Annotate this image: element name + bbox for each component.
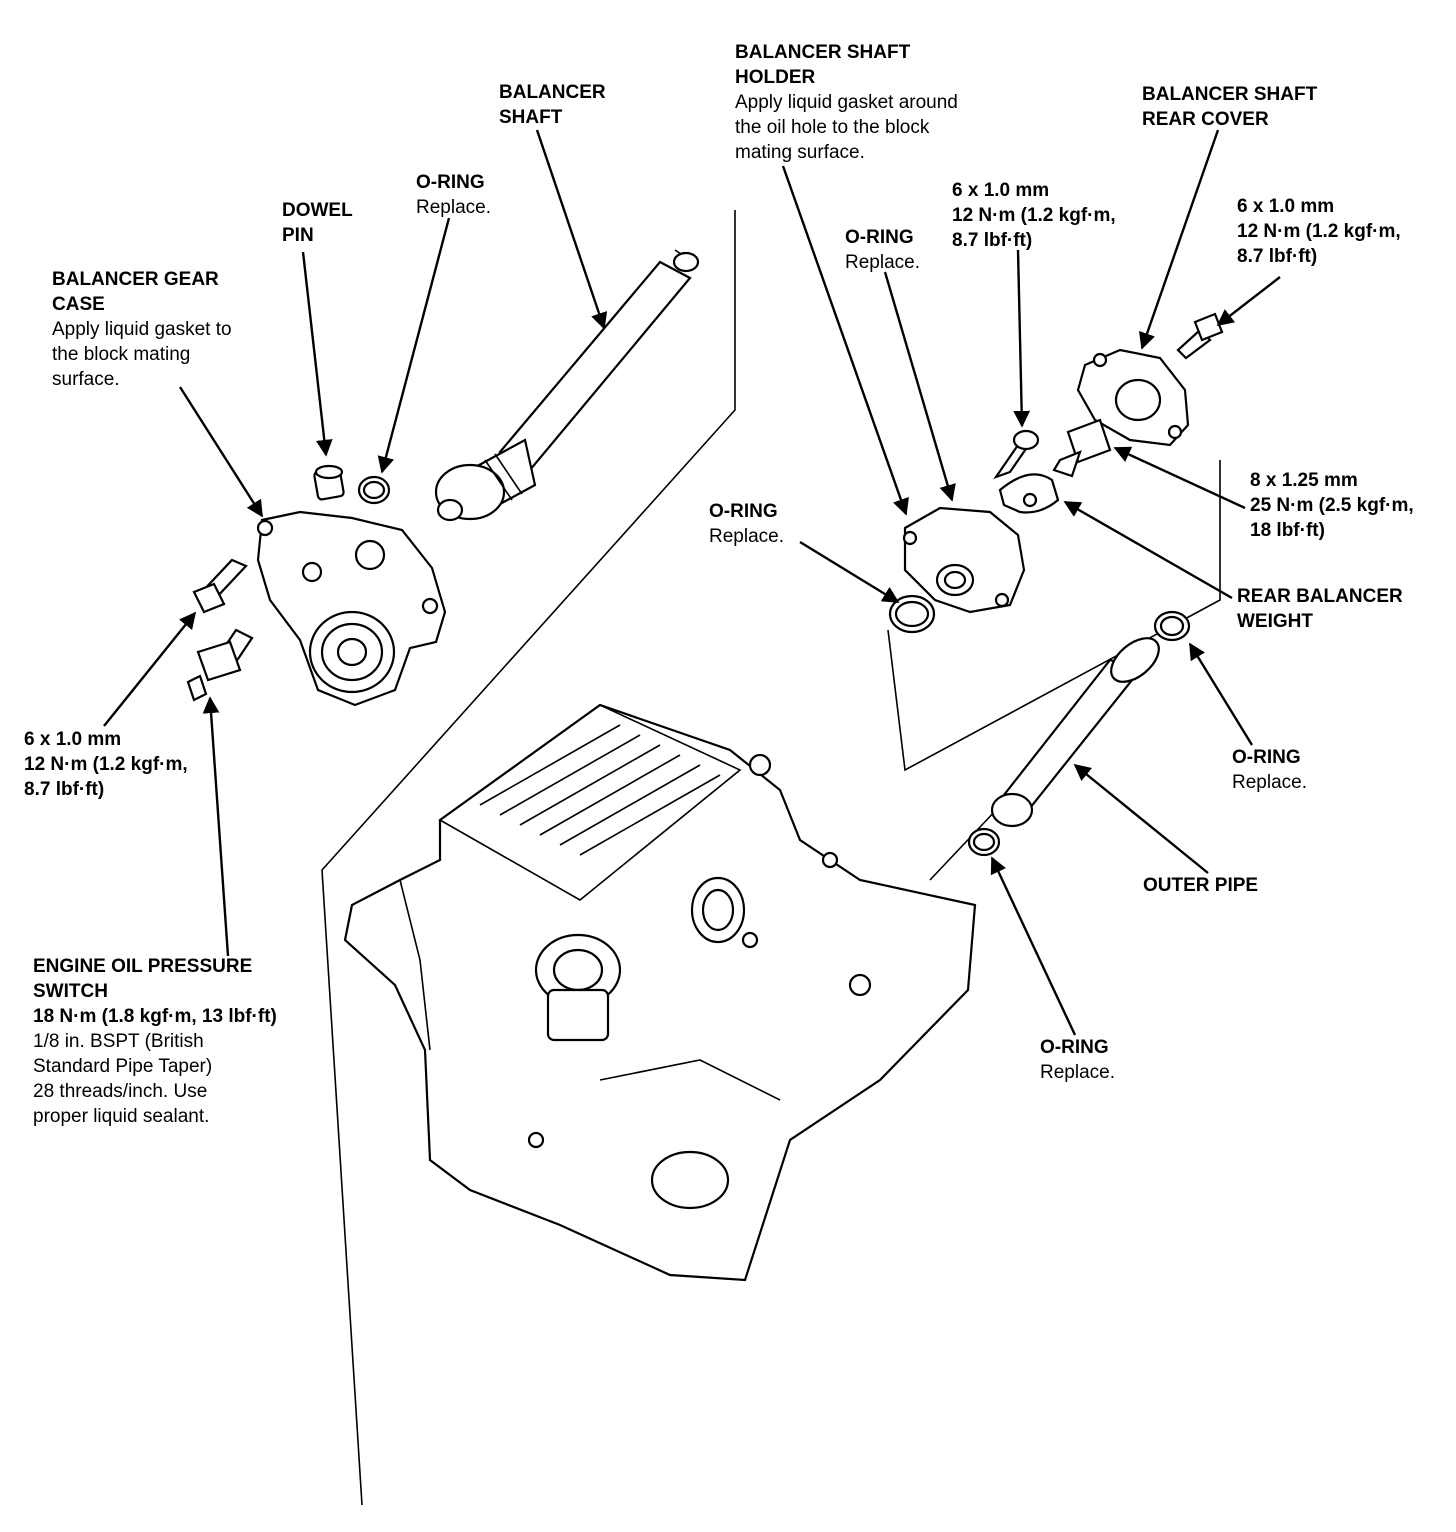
label-balancer-gear-case: BALANCER GEAR CASE Apply liquid gasket t… <box>52 269 232 390</box>
outer-pipe <box>990 637 1160 828</box>
bolt-6x1-left <box>192 558 248 614</box>
leader-lines <box>103 129 1281 1036</box>
o-ring-holder <box>888 594 936 634</box>
label-bolt-6x1-cover: 6 x 1.0 mm 12 N·m (1.2 kgf·m, 8.7 lbf·ft… <box>1237 196 1401 267</box>
label-o-ring-right: O-RING Replace. <box>1232 747 1307 793</box>
o-ring-top <box>357 475 391 505</box>
oil-pressure-switch <box>186 628 254 702</box>
label-o-ring-top: O-RING Replace. <box>416 172 491 218</box>
label-o-ring-holder: O-RING Replace. <box>845 227 920 273</box>
label-balancer-shaft-rear-cover: BALANCER SHAFT REAR COVER <box>1142 84 1318 130</box>
label-o-ring-holder-left: O-RING Replace. <box>709 501 784 547</box>
engine-block <box>343 703 977 1282</box>
label-rear-balancer-weight: REAR BALANCER WEIGHT <box>1237 586 1403 632</box>
balancer-gear-case <box>256 510 447 707</box>
bolt-6x1-cover <box>1176 312 1224 360</box>
label-dowel-pin: DOWEL PIN <box>282 200 353 246</box>
label-outer-pipe: OUTER PIPE <box>1143 875 1259 896</box>
label-balancer-shaft: BALANCER SHAFT <box>499 82 606 128</box>
bolt-6x1-holder <box>993 429 1040 480</box>
balancer-shaft <box>434 249 700 522</box>
label-bolt-6x1-holder: 6 x 1.0 mm 12 N·m (1.2 kgf·m, 8.7 lbf·ft… <box>952 180 1116 251</box>
label-balancer-shaft-holder: BALANCER SHAFT HOLDER Apply liquid gaske… <box>735 42 958 163</box>
bolt-8x125 <box>1052 418 1112 478</box>
label-o-ring-bottom: O-RING Replace. <box>1040 1037 1115 1083</box>
rear-balancer-weight <box>998 473 1060 514</box>
label-bolt-8x125: 8 x 1.25 mm 25 N·m (2.5 kgf·m, 18 lbf·ft… <box>1250 470 1414 541</box>
label-bolt-6x1-left: 6 x 1.0 mm 12 N·m (1.2 kgf·m, 8.7 lbf·ft… <box>24 729 188 800</box>
o-ring-bottom <box>967 827 1001 857</box>
label-engine-oil-pressure-switch: ENGINE OIL PRESSURE SWITCH 18 N·m (1.8 k… <box>33 956 277 1127</box>
dowel-pin <box>313 464 345 501</box>
balancer-shaft-rear-cover <box>1076 348 1190 447</box>
balancer-shaft-holder <box>902 506 1026 614</box>
o-ring-right <box>1153 610 1191 642</box>
